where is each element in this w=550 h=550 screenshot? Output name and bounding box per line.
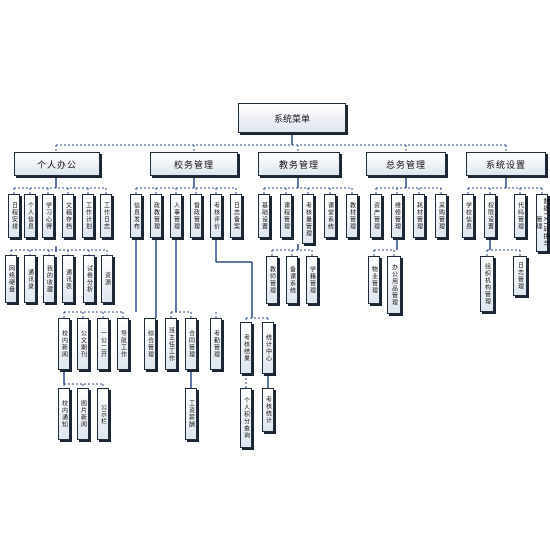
node-info-publish: 信息发布 (130, 194, 142, 238)
node-exam-analysis: 试卷分析 (83, 255, 95, 303)
category-system-settings: 系统设置 (466, 152, 546, 176)
category-school-affairs: 校务管理 (150, 152, 238, 176)
node-contract-management: 合同管理 (185, 318, 197, 370)
node-assessment-management: 考核量管理 (302, 194, 314, 244)
node-teacher-management: 教师管理 (266, 256, 278, 304)
node-log-management: 日志管理 (513, 256, 527, 296)
category-personal-office: 个人办公 (14, 152, 100, 176)
node-contact-list: 通讯表 (62, 255, 74, 303)
root-node: 系统菜单 (238, 103, 346, 133)
category-teaching-affairs: 教务管理 (258, 152, 340, 176)
node-document-archive: 文稿存档 (62, 194, 74, 238)
node-public-affairs: 一公二开 (97, 318, 109, 370)
node-work-plan: 工作计划 (82, 194, 94, 238)
node-political-management: 政教管理 (150, 194, 162, 238)
node-evaluation: 考核评价 (210, 194, 222, 238)
node-lesson-prep: 备课系统 (286, 256, 298, 304)
node-guide-work: 导航工作 (117, 318, 129, 370)
node-my-favorites: 我的收藏 (43, 255, 55, 303)
node-classroom-system: 课堂系统 (324, 194, 336, 238)
node-campus-news: 校内新闻 (58, 318, 70, 370)
node-head-teacher-work: 班主任工作 (165, 318, 177, 370)
node-data-conversion: 数据TXT转换与管理 (535, 194, 549, 252)
node-network-disk: 网络硬盘 (5, 255, 17, 303)
node-consumables-management: 耗材管理 (413, 194, 425, 238)
node-basic-settings: 基础设置 (258, 194, 270, 238)
node-attendance: 考勤管理 (210, 318, 222, 370)
node-address-book: 通讯录 (24, 255, 36, 303)
node-study-notes: 学习心得 (42, 194, 54, 238)
node-org-structure: 组织机构管理 (480, 256, 494, 312)
node-bulletin-board: 公示栏 (97, 388, 109, 440)
node-journals: 公文期刊 (77, 318, 89, 370)
node-repair-management: 维修管理 (391, 194, 403, 238)
node-work-log: 工作日志 (100, 194, 112, 238)
node-personal-info: 个人信息 (24, 194, 36, 238)
node-asset-management: 资产管理 (370, 194, 382, 238)
node-photo-news: 图片新闻 (77, 388, 89, 440)
node-score-query: 个人积分查询 (240, 388, 252, 448)
node-comprehensive-management: 综合管理 (144, 318, 156, 370)
node-course-management: 课程管理 (280, 194, 292, 238)
node-purchase-management: 采购管理 (435, 194, 447, 238)
node-evaluation-statistics: 考核统计 (262, 388, 274, 432)
node-office-supplies: 办公用品管理 (387, 256, 401, 314)
node-salary: 工资薪酬 (185, 388, 197, 440)
node-permission-settings: 权限设置 (484, 194, 496, 238)
node-evaluation-result: 考核结果 (240, 322, 252, 374)
node-student-records: 学籍管理 (306, 256, 318, 304)
node-code-management: 代码管理 (514, 194, 526, 238)
category-general-affairs: 总务管理 (366, 152, 446, 176)
node-resources: 资源 (101, 255, 113, 303)
node-school-info: 学校信息 (462, 194, 474, 238)
node-campus-notice: 校内通知 (58, 388, 70, 440)
node-textbook-management: 教材管理 (346, 194, 358, 238)
node-property-management: 物业管理 (368, 256, 380, 304)
node-personnel-management: 人事管理 (170, 194, 182, 238)
node-supervision-management: 督政管理 (190, 194, 202, 238)
node-statistics-center: 统计中心 (262, 322, 274, 374)
node-log-record: 日志备案 (230, 194, 242, 238)
node-schedule: 日程安排 (8, 194, 20, 238)
